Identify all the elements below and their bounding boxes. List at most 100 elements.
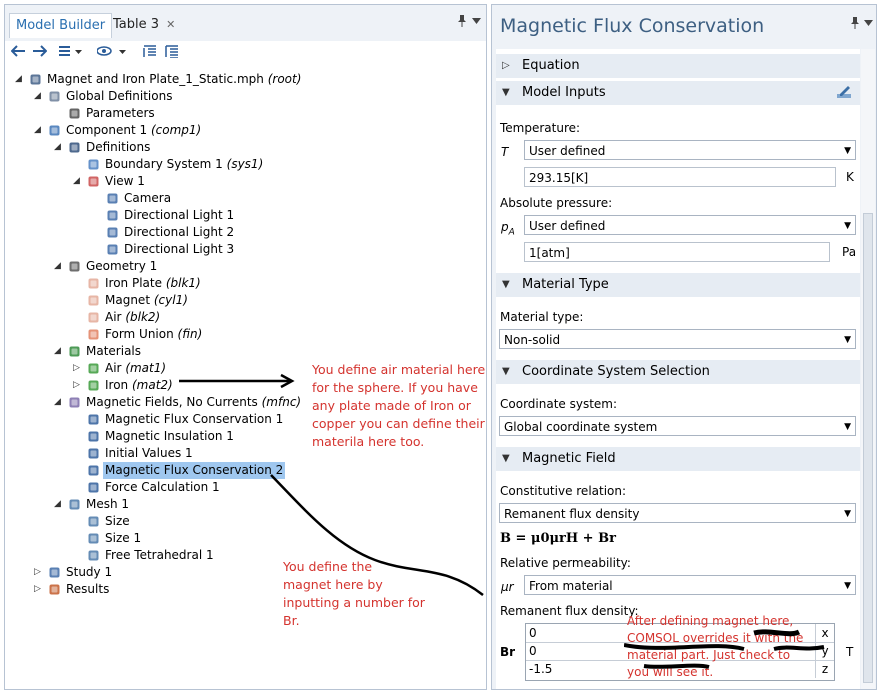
tree-node[interactable]: Force Calculation 1 <box>5 479 486 496</box>
section-model-inputs[interactable]: ▼ Model Inputs <box>496 81 860 105</box>
tree-node[interactable]: ▷Iron (mat2) <box>5 377 486 394</box>
tree-node[interactable]: ▷Air (mat1) <box>5 360 486 377</box>
br-y-input[interactable]: 0 <box>526 642 816 661</box>
annotation-arrows <box>179 373 484 596</box>
tree-node[interactable]: Magnetic Flux Conservation 1 <box>5 411 486 428</box>
tree-node[interactable]: ▷Study 1 <box>5 564 486 581</box>
tree-node[interactable]: ◢ View 1 <box>5 173 486 190</box>
tree-node-text: Free Tetrahedral 1 <box>105 548 214 562</box>
settings-scrollbar[interactable] <box>861 49 875 689</box>
collapse-arrow-icon[interactable]: ◢ <box>15 74 22 84</box>
pin-icon[interactable] <box>850 17 860 32</box>
relative-permeability-select[interactable]: From material ▼ <box>524 575 856 595</box>
tree-node-label: Magnetic Fields, No Currents (mfnc) <box>86 394 301 411</box>
tab-model-builder[interactable]: Model Builder <box>9 13 113 38</box>
tree-node[interactable]: Directional Light 3 <box>5 241 486 258</box>
show-options-icon[interactable] <box>96 45 127 61</box>
coordinate-system-select[interactable]: Global coordinate system ▼ <box>499 416 856 436</box>
collapse-all-icon[interactable] <box>143 45 157 62</box>
tree-node[interactable]: Form Union (fin) <box>5 326 486 343</box>
pressure-select[interactable]: User defined ▼ <box>524 215 856 235</box>
temperature-unit: K <box>846 170 854 184</box>
br-x-input[interactable]: 0 <box>526 624 816 643</box>
collapse-arrow-icon[interactable]: ◢ <box>54 261 61 271</box>
forward-arrow-icon[interactable] <box>33 45 48 61</box>
tree-node[interactable]: ◢Mesh 1 <box>5 496 486 513</box>
pressure-input[interactable]: 1[atm] <box>524 242 830 262</box>
air-note-line-1: You define air material here <box>312 362 486 377</box>
temperature-select[interactable]: User defined ▼ <box>524 140 856 160</box>
collapse-arrow-icon[interactable]: ◢ <box>73 176 80 186</box>
back-arrow-icon[interactable] <box>10 45 25 61</box>
tree-node[interactable]: Magnetic Insulation 1 <box>5 428 486 445</box>
air-note-line-3: any plate made of Iron or <box>312 398 471 413</box>
magnet-annotation: You define the magnet here by inputting … <box>283 558 443 630</box>
collapse-arrow-icon[interactable]: ◢ <box>54 499 61 509</box>
tree-node[interactable]: Size <box>5 513 486 530</box>
boundary-system-icon <box>87 158 100 171</box>
br-z-input[interactable]: -1.5 <box>529 662 553 676</box>
collapse-arrow-icon[interactable]: ◢ <box>54 142 61 152</box>
tree-node[interactable]: Parameters <box>5 105 486 122</box>
section-material-type[interactable]: ▼ Material Type <box>496 273 860 297</box>
tree-node-text: Materials <box>86 344 142 358</box>
tree-node-label: Definitions <box>86 139 150 156</box>
tree-node[interactable]: ◢ Magnetic Fields, No Currents (mfnc) <box>5 394 486 411</box>
tab-table-3[interactable]: Table 3 ✕ <box>107 13 181 37</box>
collapse-arrow-icon[interactable]: ◢ <box>54 346 61 356</box>
tree-node-text: Form Union <box>105 327 174 341</box>
expand-arrow-icon: ▷ <box>502 60 510 71</box>
tree-node[interactable]: Size 1 <box>5 530 486 547</box>
air-note-line-5: materila here too. <box>312 434 425 449</box>
tree-node[interactable]: ▷Results <box>5 581 486 598</box>
collapse-arrow-icon[interactable]: ◢ <box>54 397 61 407</box>
constitutive-relation-select[interactable]: Remanent flux density ▼ <box>499 503 856 523</box>
section-magnetic-field[interactable]: ▼ Magnetic Field <box>496 447 860 471</box>
temperature-input[interactable]: 293.15[K] <box>524 167 836 187</box>
tree-node-label: View 1 <box>105 173 145 190</box>
tree-node[interactable]: Camera <box>5 190 486 207</box>
tree-node[interactable]: ◢ Definitions <box>5 139 486 156</box>
collapse-arrow-icon[interactable]: ◢ <box>34 125 41 135</box>
tree-node[interactable]: ◢ Materials <box>5 343 486 360</box>
tree-node[interactable]: Initial Values 1 <box>5 445 486 462</box>
tree-node[interactable]: Boundary System 1 (sys1) <box>5 156 486 173</box>
tree-node[interactable]: Magnet (cyl1) <box>5 292 486 309</box>
tree-node[interactable]: ◢Global Definitions <box>5 88 486 105</box>
material-type-select[interactable]: Non-solid ▼ <box>499 329 856 349</box>
tree-node[interactable]: ◢Magnet and Iron Plate_1_Static.mph (roo… <box>5 71 486 88</box>
tree-node[interactable]: ◢Geometry 1 <box>5 258 486 275</box>
tree-node[interactable]: Magnetic Flux Conservation 2 <box>5 462 486 479</box>
expand-arrow-icon[interactable]: ▷ <box>34 584 41 594</box>
panel-menu-icon[interactable] <box>472 15 481 29</box>
close-icon[interactable]: ✕ <box>166 18 176 31</box>
tree-node[interactable]: Iron Plate (blk1) <box>5 275 486 292</box>
scrollbar-thumb[interactable] <box>863 213 873 683</box>
magnet-note-line-4: Br. <box>283 613 300 628</box>
tree-node[interactable]: Directional Light 2 <box>5 224 486 241</box>
panel-menu-icon[interactable] <box>864 17 873 31</box>
tree-node[interactable]: Air (blk2) <box>5 309 486 326</box>
pressure-unit: Pa <box>842 245 857 259</box>
edit-pencil-icon[interactable] <box>836 84 852 109</box>
tree-node-text: Camera <box>124 191 172 205</box>
br-x-label: x <box>815 624 834 643</box>
expand-arrow-icon[interactable]: ▷ <box>34 567 41 577</box>
tree-node[interactable]: ◢Component 1 (comp1) <box>5 122 486 139</box>
materials-icon <box>68 345 81 358</box>
section-equation[interactable]: ▷ Equation <box>496 54 860 78</box>
collapse-arrow-icon[interactable]: ◢ <box>34 91 41 101</box>
tree-node-text: Force Calculation 1 <box>105 480 220 494</box>
expand-all-icon[interactable] <box>165 45 179 62</box>
list-view-icon[interactable] <box>59 45 83 61</box>
pressure-label: Absolute pressure: <box>500 196 613 210</box>
section-coordinate-system[interactable]: ▼ Coordinate System Selection <box>496 360 860 384</box>
expand-arrow-icon[interactable]: ▷ <box>73 380 80 390</box>
tree-node[interactable]: Directional Light 1 <box>5 207 486 224</box>
expand-arrow-icon[interactable]: ▷ <box>73 363 80 373</box>
tree-node-label: Magnetic Flux Conservation 2 <box>103 462 286 479</box>
pin-icon[interactable] <box>457 15 467 30</box>
coordinate-system-label: Coordinate system: <box>500 397 618 411</box>
tree-node-text: Magnetic Insulation 1 <box>105 429 234 443</box>
tree-node[interactable]: Free Tetrahedral 1 <box>5 547 486 564</box>
